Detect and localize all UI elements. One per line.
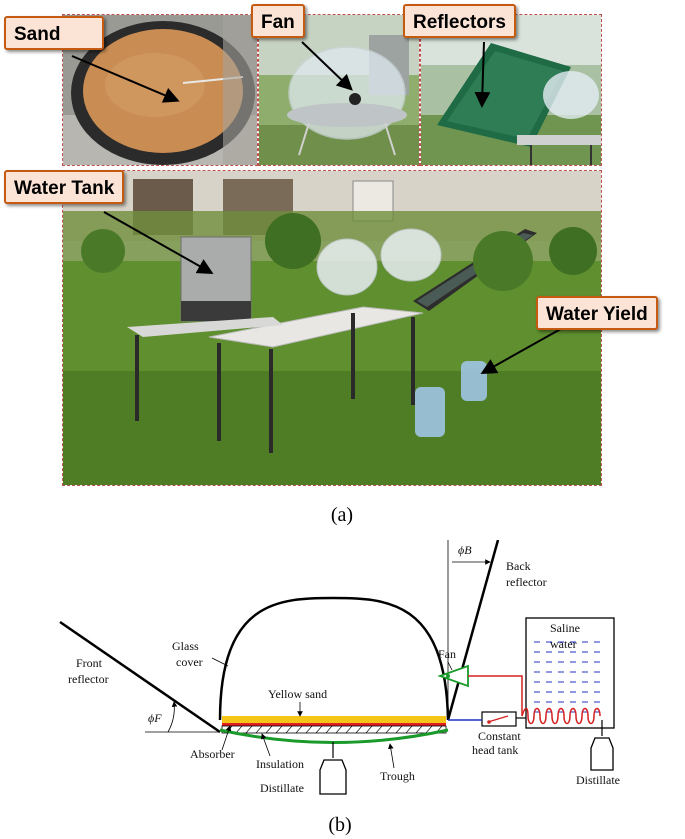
- reflectors-label: Reflectors: [403, 4, 516, 38]
- red-pipe: [468, 675, 523, 716]
- yellow-sand-layer: [222, 716, 446, 723]
- front-reflector-label-2: reflector: [68, 672, 109, 686]
- fan-photo: [258, 14, 420, 166]
- main-setup-photo: [62, 170, 602, 486]
- water-tank-arrow: [103, 211, 214, 274]
- fan-leader: [447, 661, 453, 671]
- fan-diagram-label: Fan: [438, 647, 456, 661]
- fan-arrow: [301, 41, 353, 91]
- distillate-left-label: Distillate: [260, 781, 304, 795]
- back-reflector-line: [446, 540, 500, 721]
- saline-water-dashes: [534, 641, 600, 713]
- front-reflector-line: [59, 620, 221, 734]
- label-arrows: [71, 41, 567, 374]
- tank-valve: [487, 715, 509, 723]
- condenser-coil: [521, 707, 601, 725]
- back-reflector-label-2: reflector: [506, 575, 547, 589]
- glass-cover: [218, 596, 450, 721]
- main-setup-photo-image: [63, 171, 601, 485]
- phi-b-label: ϕB: [458, 543, 472, 557]
- sand-arrow: [71, 55, 180, 103]
- photo-figure: Sand Fan Reflectors Water Tank Water Yie…: [4, 4, 658, 486]
- schematic-diagram: ϕF ϕB Back reflector Saline water Consta…: [59, 540, 620, 795]
- caption-a: (a): [330, 504, 354, 526]
- absorber-layer: [222, 723, 446, 726]
- reflectors-photo: [420, 14, 602, 166]
- sand-photo-image: [63, 15, 257, 165]
- front-angle-arc: [167, 701, 178, 733]
- fan-hub: [446, 674, 450, 678]
- glass-cover-label-2: cover: [176, 655, 203, 669]
- phi-f-label: ϕF: [148, 711, 162, 725]
- reflectors-arrow: [474, 41, 491, 108]
- water-yield-label: Water Yield: [536, 296, 658, 330]
- constant-label-1: Constant: [478, 729, 521, 743]
- glass-cover-label-1: Glass: [172, 639, 199, 653]
- absorber-label: Absorber: [190, 747, 235, 761]
- yellow-sand-label: Yellow sand: [268, 687, 327, 701]
- reflectors-photo-image: [421, 15, 601, 165]
- fan-label: Fan: [251, 4, 305, 38]
- caption-b: (b): [328, 814, 352, 836]
- saline-label-1: Saline: [550, 621, 580, 635]
- distillate-right-label: Distillate: [576, 773, 620, 787]
- insulation-label: Insulation: [256, 757, 304, 771]
- absorber-leader: [221, 725, 232, 751]
- water-tank-label: Water Tank: [4, 170, 125, 204]
- trough-leader: [388, 743, 395, 769]
- back-reflector-label-1: Back: [506, 559, 531, 573]
- constant-label-2: head tank: [472, 743, 518, 757]
- front-reflector-label-1: Front: [76, 656, 103, 670]
- water-yield-arrow: [480, 325, 567, 374]
- insulation-layer: [221, 725, 447, 734]
- trough-label: Trough: [380, 769, 415, 783]
- fan-photo-image: [259, 15, 419, 165]
- sand-photo: [62, 14, 258, 166]
- saline-label-2: water: [550, 637, 577, 651]
- insulation-leader: [261, 733, 271, 757]
- tank-float: [487, 720, 491, 724]
- left-distillate-bottle: [319, 759, 347, 795]
- glass-cover-leader: [211, 657, 229, 667]
- right-distillate-bottle: [590, 737, 614, 771]
- sand-label: Sand: [4, 16, 104, 50]
